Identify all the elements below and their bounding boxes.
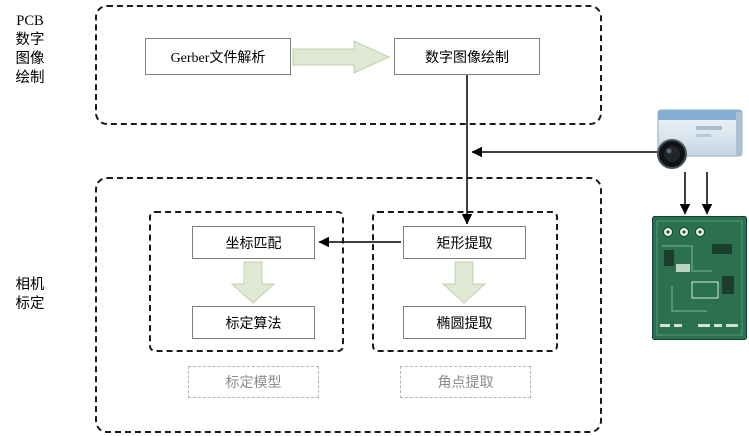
side-label-line: 绘制 bbox=[15, 70, 45, 86]
group-camera-calibration bbox=[95, 177, 602, 433]
node-digital-image-draw: 数字图像绘制 bbox=[394, 38, 540, 75]
node-gerber-parse: Gerber文件解析 bbox=[145, 38, 291, 75]
group-calibration-model bbox=[149, 211, 344, 352]
node-coordinate-match: 坐标匹配 bbox=[192, 226, 315, 259]
node-calibration-algorithm: 标定算法 bbox=[192, 306, 315, 339]
side-label-line: 数字 bbox=[15, 32, 45, 48]
side-label-line: PCB bbox=[16, 13, 44, 29]
label-corner-extraction: 角点提取 bbox=[400, 366, 531, 398]
side-label-pcb-flow: PCB 数字 图像 绘制 bbox=[8, 12, 52, 88]
side-label-line: 图像 bbox=[15, 51, 45, 67]
block-arrow-down-icon bbox=[441, 261, 487, 304]
side-label-line: 标定 bbox=[15, 296, 45, 312]
group-pcb-image-drawing bbox=[95, 5, 602, 125]
group-corner-extraction bbox=[372, 211, 558, 352]
side-label-camera-calib: 相机 标定 bbox=[8, 276, 52, 314]
block-arrow-right-icon bbox=[292, 40, 391, 74]
side-label-line: 相机 bbox=[15, 277, 45, 293]
camera-image bbox=[657, 109, 743, 169]
label-calibration-model: 标定模型 bbox=[188, 366, 319, 398]
node-ellipse-extraction: 椭圆提取 bbox=[403, 306, 526, 339]
pcb-image bbox=[652, 216, 747, 340]
block-arrow-down-icon bbox=[230, 261, 276, 304]
node-rectangle-extraction: 矩形提取 bbox=[403, 226, 526, 259]
